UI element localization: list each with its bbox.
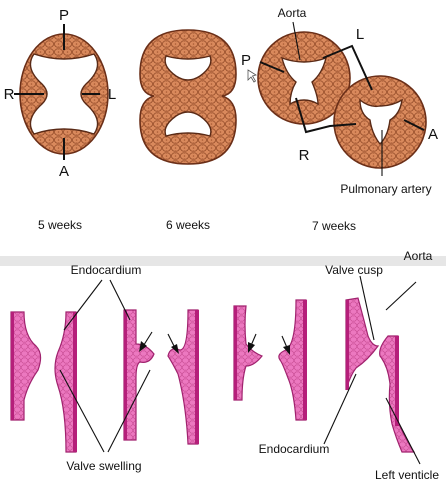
label-endocardium-bottom: Endocardium <box>259 442 330 456</box>
week5-label-a: A <box>59 163 69 180</box>
week6-cross-section <box>139 29 237 165</box>
valve-stage-3 <box>233 299 307 421</box>
label-aorta-bottom: Aorta <box>404 249 433 263</box>
week7-label-r: R <box>299 147 310 164</box>
cursor-icon <box>247 69 257 83</box>
week5-label-l: L <box>108 86 116 103</box>
label-left-ventricle: Left venticle <box>375 468 439 482</box>
week7-label-pulmonary-artery: Pulmonary artery <box>340 182 431 196</box>
label-endocardium-top: Endocardium <box>71 263 142 277</box>
valve-stage-4 <box>345 297 416 453</box>
label-valve-cusp: Valve cusp <box>325 263 383 277</box>
panel-divider <box>0 256 446 266</box>
week7-cross-section <box>257 31 427 169</box>
week7-label-aorta: Aorta <box>278 6 307 20</box>
week7-label-a: A <box>428 126 438 143</box>
week6-caption: 6 weeks <box>166 218 210 232</box>
valve-stage-2 <box>123 309 199 445</box>
label-valve-swelling: Valve swelling <box>66 459 141 473</box>
week5-label-r: R <box>4 86 15 103</box>
week7-label-l: L <box>356 26 364 43</box>
week7-label-p: P <box>241 52 251 69</box>
week5-cross-section <box>19 33 109 155</box>
week7-caption: 7 weeks <box>312 219 356 233</box>
week5-caption: 5 weeks <box>38 218 82 232</box>
valve-stage-1 <box>10 311 77 453</box>
week5-label-p: P <box>59 7 69 24</box>
